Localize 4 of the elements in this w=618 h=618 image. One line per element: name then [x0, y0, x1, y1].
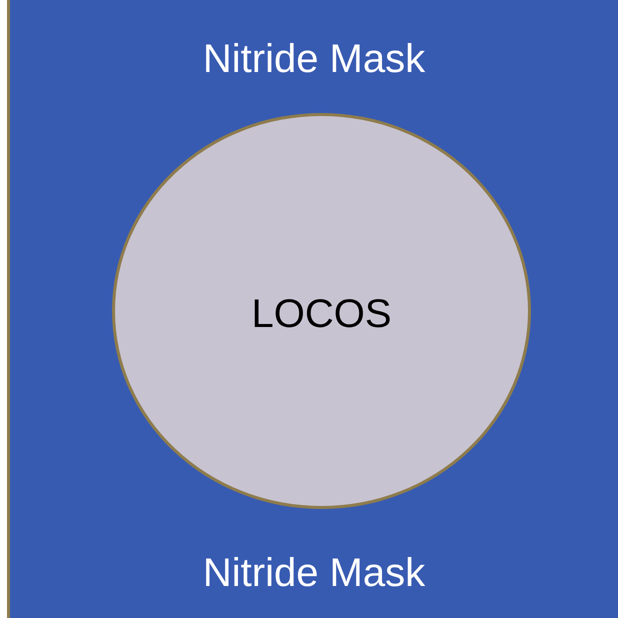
region-label: Nitride Mask — [202, 36, 426, 82]
region-label: Nitride Mask — [202, 550, 426, 596]
nitride-mask-region — [7, 0, 618, 618]
region-label: LOCOS — [250, 291, 393, 337]
